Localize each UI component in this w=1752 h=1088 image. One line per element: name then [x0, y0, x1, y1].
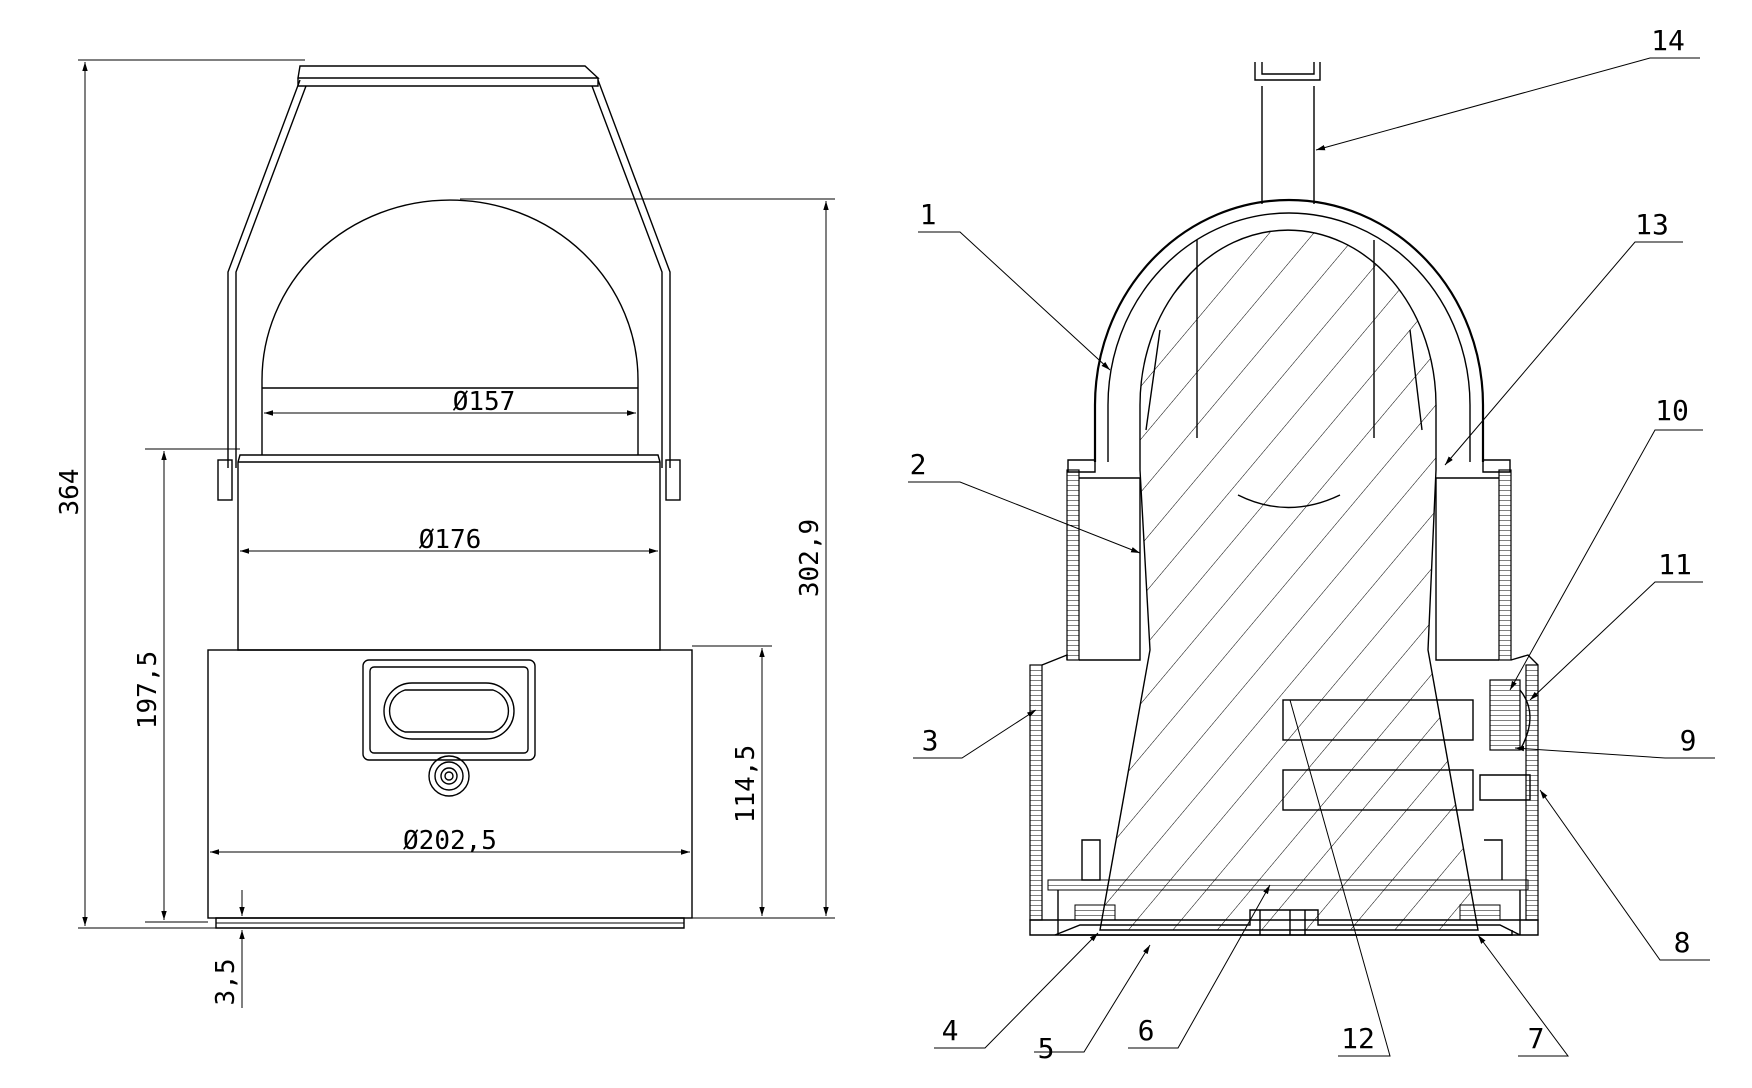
bottom-cover [1054, 909, 1521, 936]
knob [428, 755, 470, 797]
top-cap [297, 65, 600, 87]
callout-3: 3 [922, 724, 939, 757]
dim-base-lip: 3,5 [211, 959, 241, 1006]
front-view: 364 197,5 302,9 114,5 3,5 Ø157 Ø176 Ø202… [55, 59, 835, 1008]
handle-pivot-left [217, 459, 233, 501]
battery-upper [1282, 699, 1474, 741]
callout-7: 7 [1528, 1022, 1545, 1055]
tube-wall-right [1498, 469, 1512, 661]
callout-1: 1 [920, 198, 937, 231]
lower-housing [1041, 653, 1539, 666]
base-plate [1029, 919, 1539, 936]
handle [227, 79, 671, 468]
callout-2: 2 [910, 448, 927, 481]
callout-9: 9 [1680, 724, 1697, 757]
callout-8: 8 [1674, 926, 1691, 959]
base-rim [215, 917, 685, 929]
dim-base-height: 114,5 [731, 745, 761, 823]
callout-12: 12 [1341, 1022, 1375, 1055]
callout-11: 11 [1658, 548, 1692, 581]
housing-wall-left [1029, 664, 1043, 921]
callout-4: 4 [942, 1014, 959, 1047]
dim-body-height: 197,5 [133, 651, 163, 729]
dim-dome-diameter: Ø157 [453, 387, 516, 417]
gland [1479, 774, 1531, 801]
dim-overall-height: 364 [55, 469, 85, 516]
callout-6: 6 [1138, 1014, 1155, 1047]
battery-lower [1282, 769, 1474, 811]
dome-shell [1093, 198, 1485, 462]
callout-5: 5 [1038, 1032, 1055, 1065]
section-view: 1 2 3 4 5 6 7 8 9 10 11 12 13 14 [908, 24, 1715, 1065]
leaders [908, 57, 1715, 1057]
dim-base-diameter: Ø202,5 [403, 826, 497, 856]
callout-10: 10 [1655, 394, 1689, 427]
dim-lens-height: 302,9 [795, 519, 825, 597]
tube-wall-left [1066, 469, 1080, 661]
callout-13: 13 [1635, 208, 1669, 241]
callout-14: 14 [1651, 24, 1685, 57]
dome [261, 199, 639, 455]
lens-core [1099, 229, 1479, 931]
dim-body-diameter: Ø176 [419, 525, 482, 555]
top-hook [1254, 62, 1321, 81]
indicator-window [362, 659, 536, 761]
handle-pivot-right [665, 459, 681, 501]
side-fitting [1489, 679, 1521, 751]
